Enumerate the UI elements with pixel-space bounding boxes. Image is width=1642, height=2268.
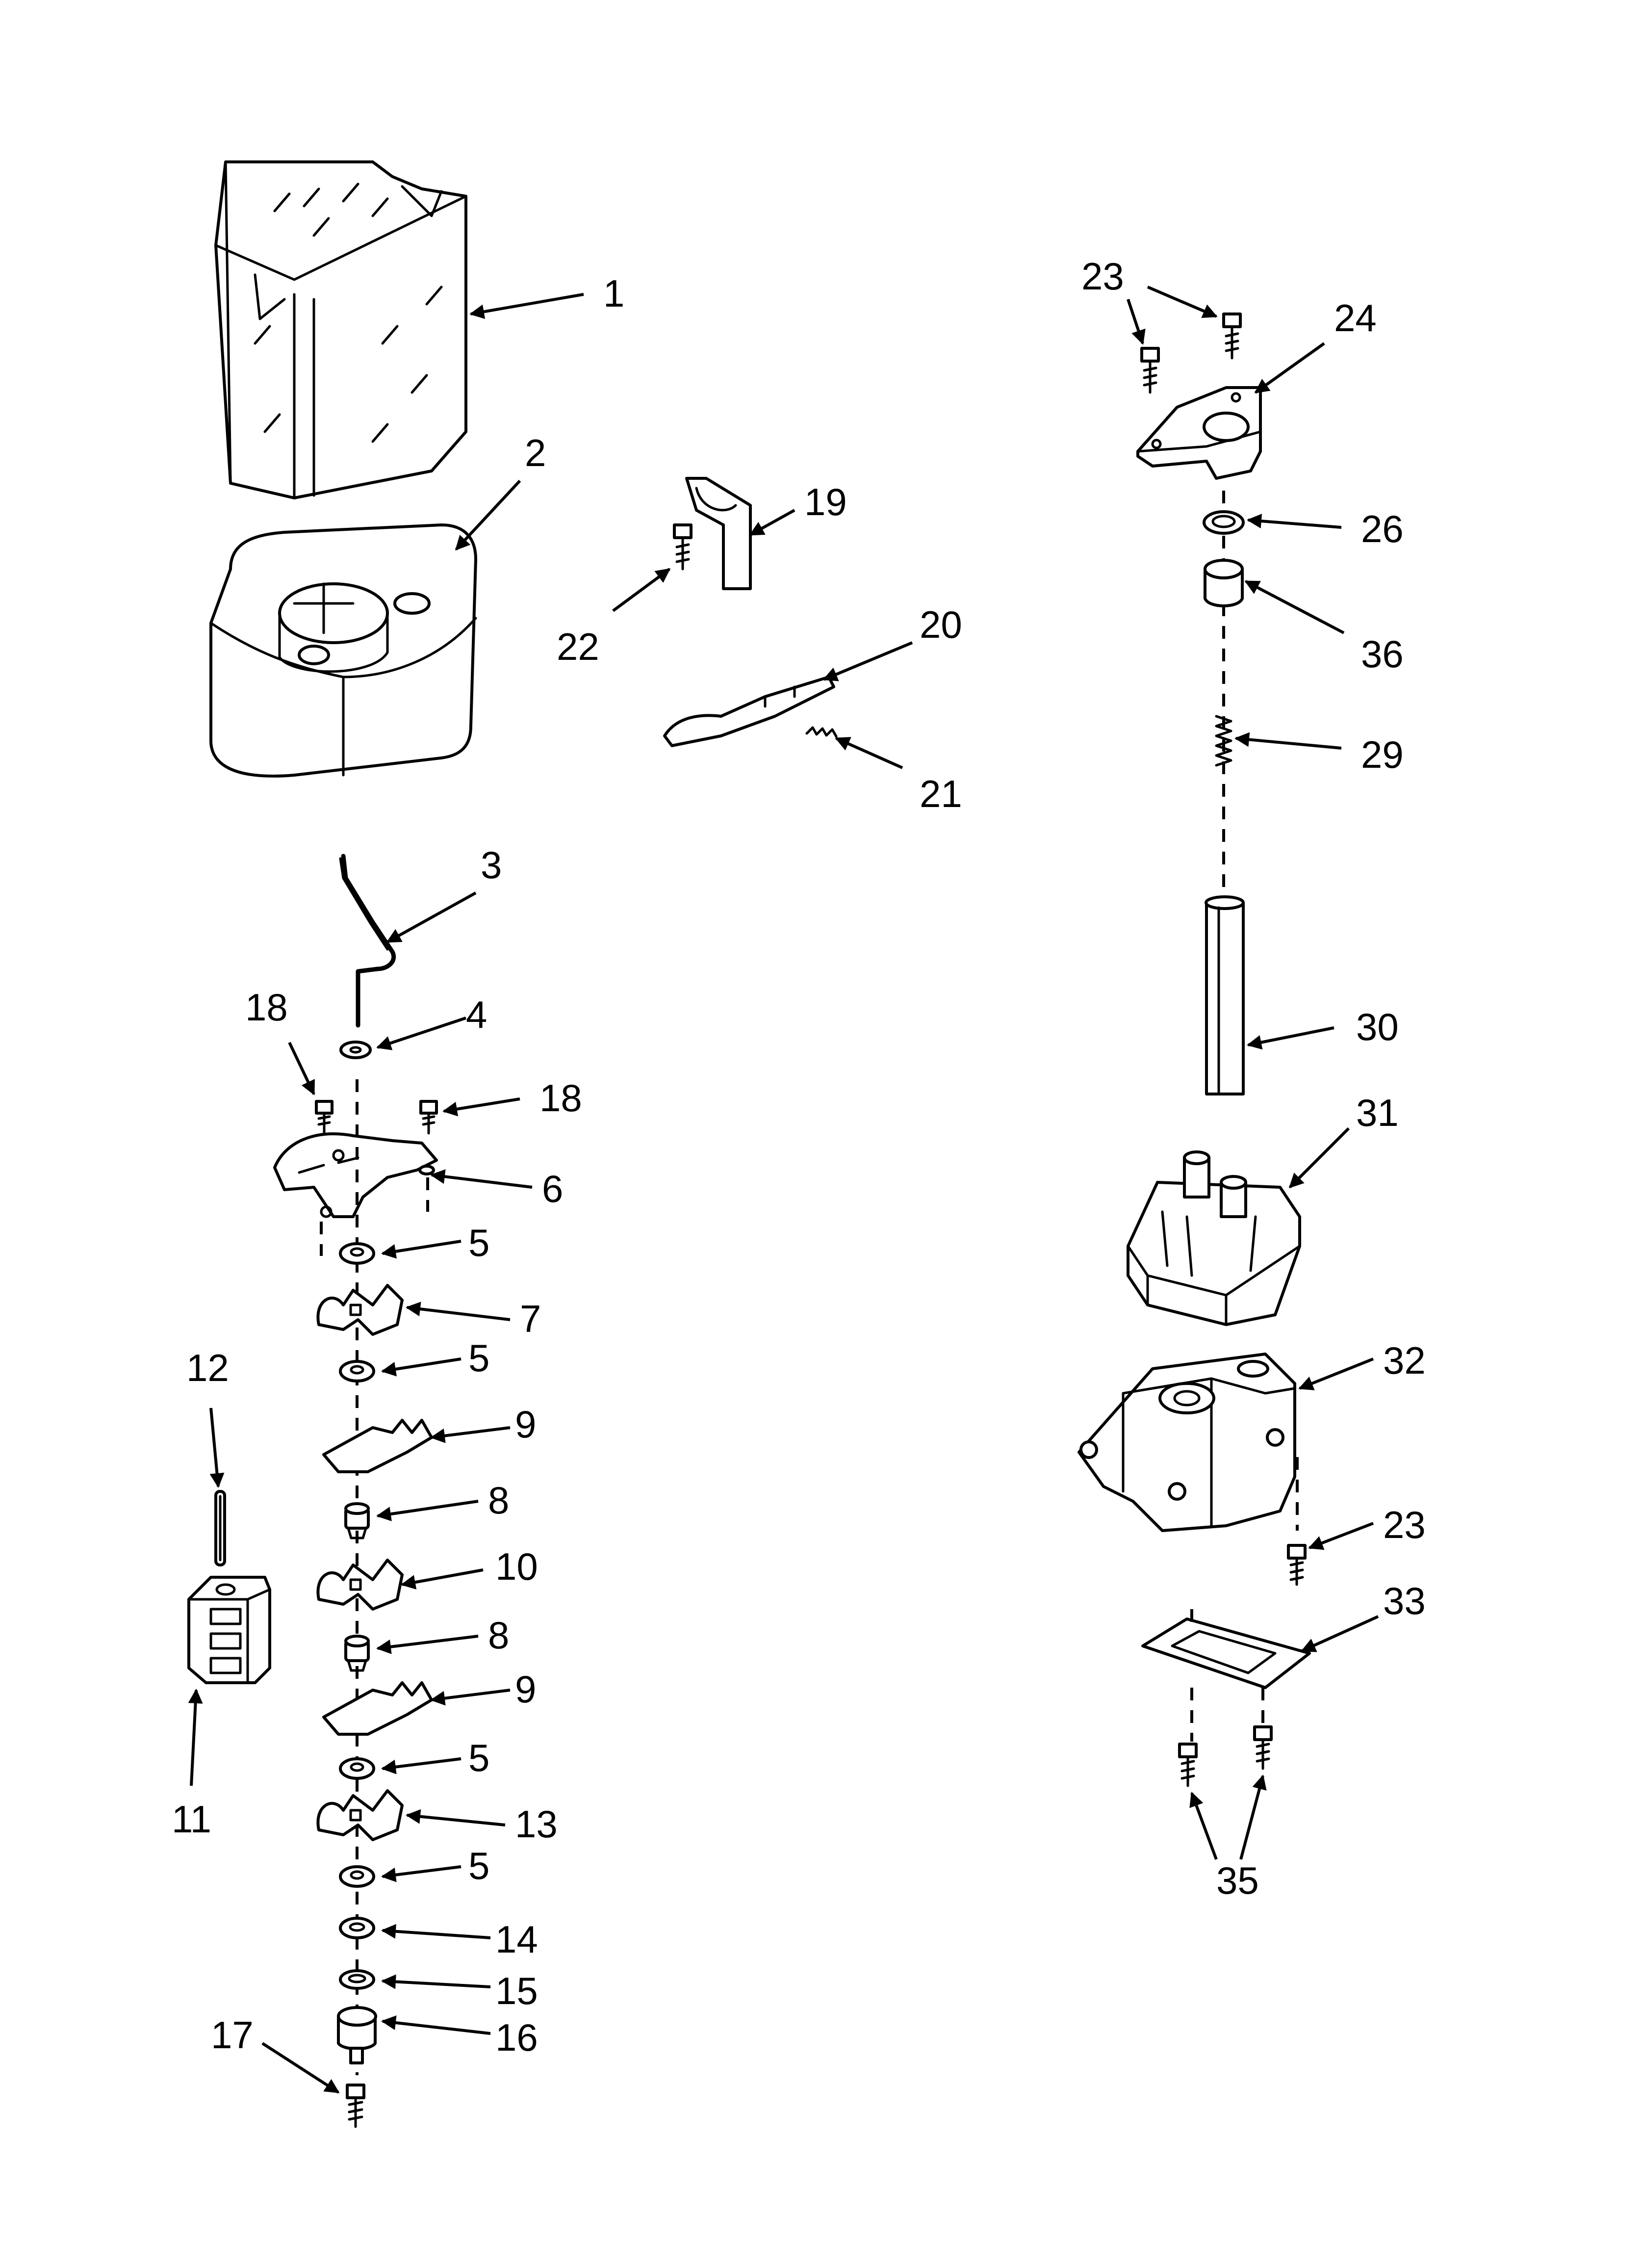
callout-20: 20 [920, 603, 962, 646]
part-12-rod [214, 1490, 226, 1566]
callout-6: 6 [542, 1167, 563, 1210]
callout-8b: 8 [488, 1614, 509, 1657]
callout-35: 35 [1216, 1859, 1259, 1902]
callout-32: 32 [1383, 1339, 1426, 1382]
part-21-spring [805, 726, 838, 738]
callout-labels: 1 2 3 4 5 5 5 5 6 7 8 8 9 9 10 11 12 13 … [172, 255, 1426, 2059]
part-17-screw [346, 2084, 365, 2128]
part-5-spacer-4 [339, 1865, 375, 1888]
callout-26: 26 [1361, 507, 1404, 550]
part-18-screw-left [315, 1100, 334, 1135]
part-13-cam [316, 1789, 404, 1841]
part-23-screw-left [1140, 347, 1160, 394]
part-23-screw-lower [1287, 1544, 1307, 1586]
callout-14: 14 [495, 1918, 538, 1961]
part-22-screw [673, 523, 693, 571]
part-14-washer [339, 1917, 375, 1939]
callout-18a: 18 [245, 986, 288, 1029]
callout-4: 4 [466, 993, 487, 1036]
callout-33: 33 [1383, 1579, 1426, 1622]
callout-19: 19 [804, 480, 847, 523]
part-4-washer [339, 1041, 372, 1059]
part-29-spring [1215, 715, 1232, 767]
callout-13: 13 [515, 1802, 558, 1846]
callout-7: 7 [520, 1297, 541, 1340]
part-18-screw-right [419, 1100, 438, 1135]
part-30-shaft [1205, 895, 1245, 1095]
callout-36: 36 [1361, 632, 1404, 676]
callout-23a: 23 [1081, 255, 1124, 298]
leader-lines [188, 286, 1379, 2094]
part-2-ice-bucket [209, 523, 477, 778]
callout-11: 11 [172, 1798, 211, 1841]
callout-24: 24 [1334, 296, 1377, 339]
callout-23b: 23 [1383, 1503, 1426, 1546]
part-36-bushing [1204, 559, 1244, 607]
callout-21: 21 [920, 772, 962, 815]
callout-31: 31 [1356, 1091, 1399, 1134]
part-8-bushing-upper [344, 1502, 370, 1539]
callout-9a: 9 [515, 1403, 536, 1446]
callout-3: 3 [481, 843, 502, 886]
callout-9b: 9 [515, 1668, 536, 1711]
callout-5a: 5 [468, 1221, 489, 1264]
part-5-spacer-3 [339, 1757, 375, 1780]
part-20-lever [663, 676, 835, 747]
part-24-bracket [1136, 386, 1262, 480]
part-5-spacer-2 [339, 1360, 375, 1382]
callout-17: 17 [211, 2013, 254, 2057]
part-26-washer [1203, 510, 1245, 535]
part-1-bin-cover [214, 160, 467, 499]
part-35-screw-left [1178, 1743, 1198, 1787]
part-5-spacer-1 [339, 1242, 375, 1265]
callout-10: 10 [495, 1545, 538, 1588]
part-10-cam [316, 1559, 404, 1611]
part-15-washer [339, 1969, 375, 1990]
callout-15: 15 [495, 1969, 538, 2012]
part-33-gasket [1141, 1617, 1311, 1689]
part-19-clip [685, 477, 752, 590]
callout-29: 29 [1361, 733, 1404, 776]
callout-18b: 18 [539, 1076, 582, 1120]
part-9-comb-lower [322, 1681, 433, 1736]
callout-1: 1 [603, 272, 624, 315]
callout-16: 16 [495, 2016, 538, 2059]
callout-8a: 8 [488, 1479, 509, 1522]
part-32-motor-housing [1078, 1353, 1296, 1532]
callout-22: 22 [557, 625, 599, 668]
part-3-bail-arm [339, 854, 396, 1028]
part-31-motor-cover [1127, 1150, 1301, 1326]
part-9-comb-upper [322, 1419, 433, 1473]
part-11-block [187, 1576, 271, 1684]
callout-30: 30 [1356, 1005, 1399, 1048]
part-7-cam [316, 1284, 404, 1336]
callout-5b: 5 [468, 1336, 489, 1380]
callout-5c: 5 [468, 1736, 489, 1779]
part-8-bushing-lower [344, 1635, 370, 1672]
part-35-screw-right [1253, 1725, 1273, 1770]
callout-5d: 5 [468, 1844, 489, 1887]
callout-2: 2 [525, 431, 546, 474]
part-16-coupler [337, 2006, 377, 2064]
part-23-screw-right [1222, 313, 1242, 360]
callout-12: 12 [186, 1346, 229, 1389]
